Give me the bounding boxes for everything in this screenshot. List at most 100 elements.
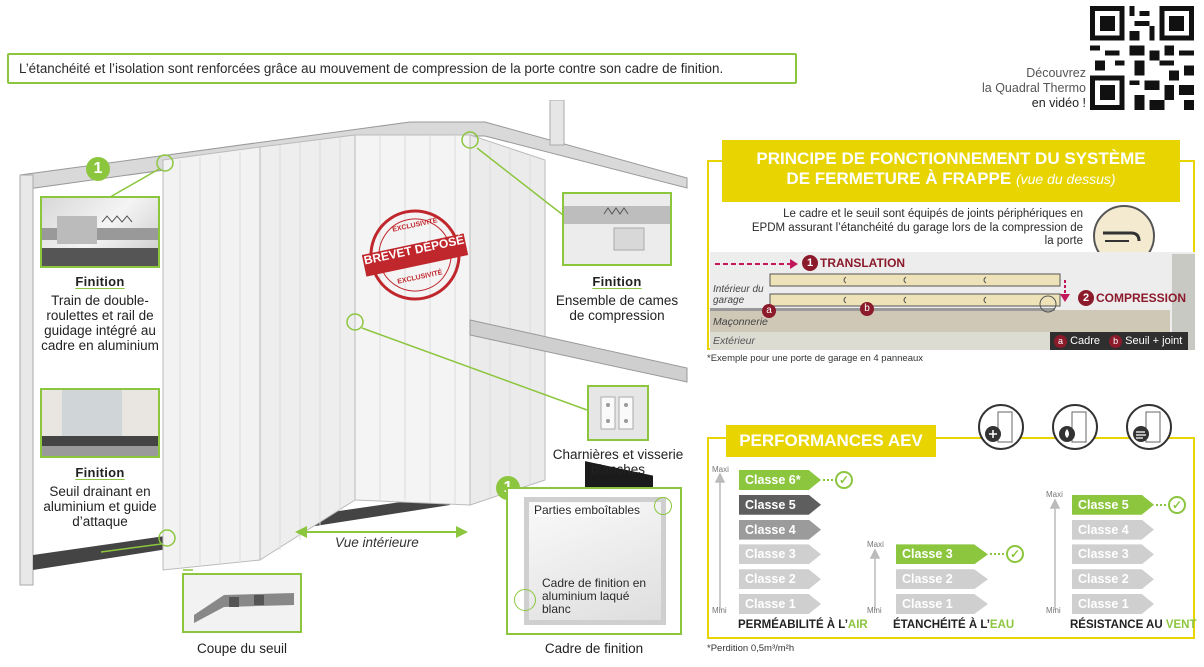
translation-label: TRANSLATION — [820, 256, 906, 270]
charnieres-photo — [587, 385, 649, 441]
charnieres-body: Charnières et visserie blanches — [552, 447, 684, 477]
view-label: Vue intérieure — [335, 535, 419, 550]
interior-label: Intérieur du garage — [713, 284, 764, 306]
train-photo — [40, 196, 160, 268]
coupe-body: Coupe du seuil — [196, 641, 288, 656]
perf-label-air-hi: AIR — [847, 619, 868, 631]
principe-title1: PRINCIPE DE FONCTIONNEMENT DU SYSTÈME — [756, 149, 1146, 168]
video-caption: Découvrez la Quadral Thermo en vidéo ! — [982, 66, 1086, 111]
qr-code-icon[interactable] — [1090, 6, 1194, 110]
maconnerie-label: Maçonnerie — [713, 316, 768, 328]
cames-photo — [562, 192, 672, 266]
class-bar: Classe 3 — [896, 544, 988, 565]
perf-label-vent-hi: VENT — [1165, 619, 1197, 631]
video-line2: la Quadral Thermo — [982, 81, 1086, 95]
axis1-mini: Mini — [712, 606, 727, 615]
callout-train: Finition Train de double-roulettes et ra… — [30, 274, 170, 353]
axis2-maxi: Maxi — [867, 540, 884, 549]
class-bar: Classe 2 — [896, 569, 988, 590]
compression-label: COMPRESSION — [1096, 291, 1187, 305]
cames-body: Ensemble de cames de compression — [555, 293, 679, 323]
cames-image — [564, 194, 670, 264]
train-image — [42, 215, 158, 266]
class-bar: Classe 1 — [739, 594, 821, 614]
axis3-maxi: Maxi — [1046, 490, 1063, 499]
perf-label-eau-pre: ÉTANCHÉITÉ À L’ — [893, 619, 990, 631]
legend-b-label: Seuil + joint — [1125, 335, 1183, 347]
cadre-box: Parties emboîtables Cadre de finition en… — [506, 487, 682, 635]
check-icon: ✓ — [1168, 495, 1186, 514]
callout-seuil: Finition Seuil drainant en aluminium et … — [30, 465, 170, 529]
door-illustration — [19, 100, 688, 586]
axis1-maxi: Maxi — [712, 465, 729, 474]
performances-panel — [707, 437, 1195, 639]
cadre-label-top: Parties emboîtables — [534, 503, 641, 517]
principe-title2: DE FERMETURE À FRAPPE — [786, 169, 1012, 188]
axis2-mini: Mini — [867, 606, 882, 615]
class-bar: Classe 2 — [1072, 569, 1154, 590]
water-test-icon — [1052, 404, 1098, 450]
class-bar: Classe 3 — [1072, 544, 1154, 565]
seuil-image — [42, 390, 158, 456]
class-bar: Classe 5 — [739, 494, 821, 515]
check-connector — [990, 553, 1004, 556]
perf-label-eau: ÉTANCHÉITÉ À L’EAU — [893, 619, 1014, 631]
video-line1: Découvrez — [1026, 66, 1086, 80]
perf-label-eau-hi: EAU — [989, 619, 1015, 631]
cadre-label-mid: Cadre de finition en aluminium laqué bla… — [542, 576, 647, 616]
principe-title2-italic: (vue du dessus) — [1015, 171, 1116, 187]
header-banner: L’étanchéité et l’isolation sont renforc… — [7, 53, 797, 84]
callout-coupe: Coupe du seuil — [182, 641, 302, 656]
principe-desc: Le cadre et le seuil sont équipés de joi… — [751, 208, 1083, 247]
marker-a: a — [762, 304, 776, 318]
performances-title: PERFORMANCES AEV — [726, 425, 936, 457]
principe-header: PRINCIPE DE FONCTIONNEMENT DU SYSTÈME DE… — [722, 140, 1180, 202]
principe-title2-row: DE FERMETURE À FRAPPE (vue du dessus) — [722, 169, 1180, 189]
legend-a-label: Cadre — [1070, 335, 1101, 347]
class-bar: Classe 4 — [1072, 519, 1154, 540]
callout-cames: Finition Ensemble de cames de compressio… — [547, 274, 687, 323]
cadre-body: Cadre de finition — [544, 641, 644, 656]
axis3-mini: Mini — [1046, 606, 1061, 615]
class-bar: Classe 4 — [739, 519, 821, 540]
perf-label-air: PERMÉABILITÉ À L’AIR — [738, 619, 868, 631]
badge-number-1: 1 — [86, 157, 110, 181]
perf-footnote: *Perdition 0,5m³/m²h — [707, 643, 795, 654]
check-icon: ✓ — [1006, 545, 1024, 564]
seuil-photo — [40, 388, 160, 458]
wind-test-icon — [1126, 404, 1172, 450]
cames-title: Finition — [592, 274, 642, 289]
class-bar: Classe 6* — [739, 470, 821, 490]
class-bar: Classe 5 — [1072, 494, 1154, 515]
class-bar: Classe 2 — [739, 569, 821, 590]
train-title: Finition — [75, 274, 125, 289]
seuil-title: Finition — [75, 465, 125, 480]
class-bar: Classe 1 — [896, 594, 988, 614]
coupe-photo — [182, 573, 302, 633]
train-body: Train de double-roulettes et rail de gui… — [41, 293, 159, 353]
hinge-icon — [589, 387, 647, 439]
header-text: L’étanchéité et l’isolation sont renforc… — [19, 61, 724, 76]
video-line3: en vidéo ! — [1031, 96, 1086, 110]
cadre-frame — [524, 497, 666, 625]
perf-label-vent-pre: RÉSISTANCE AU — [1070, 619, 1166, 631]
perf-label-air-pre: PERMÉABILITÉ À L’ — [738, 619, 848, 631]
seuil-profile-image — [184, 575, 300, 631]
legend-box: a Cadre b Seuil + joint — [1050, 332, 1189, 350]
callout-charnieres: Charnières et visserie blanches — [548, 447, 688, 477]
callout-cadre: Cadre de finition — [506, 641, 682, 656]
perf-axes — [714, 472, 1061, 610]
exterieur-label: Extérieur — [713, 335, 756, 347]
compression-num: 2 — [1078, 290, 1094, 306]
check-icon: ✓ — [835, 471, 853, 489]
check-connector — [823, 479, 833, 481]
class-bar: Classe 1 — [1072, 594, 1154, 614]
seuil-body: Seuil drainant en aluminium et guide d’a… — [43, 484, 157, 529]
cadre-highlight-top — [654, 497, 672, 515]
perf-label-vent: RÉSISTANCE AU VENT — [1070, 619, 1197, 631]
check-connector — [1156, 503, 1166, 506]
legend-a-key: a — [1054, 335, 1067, 348]
air-test-icon — [978, 404, 1024, 450]
legend-b-key: b — [1109, 335, 1123, 348]
cadre-highlight-bottom — [514, 589, 536, 611]
